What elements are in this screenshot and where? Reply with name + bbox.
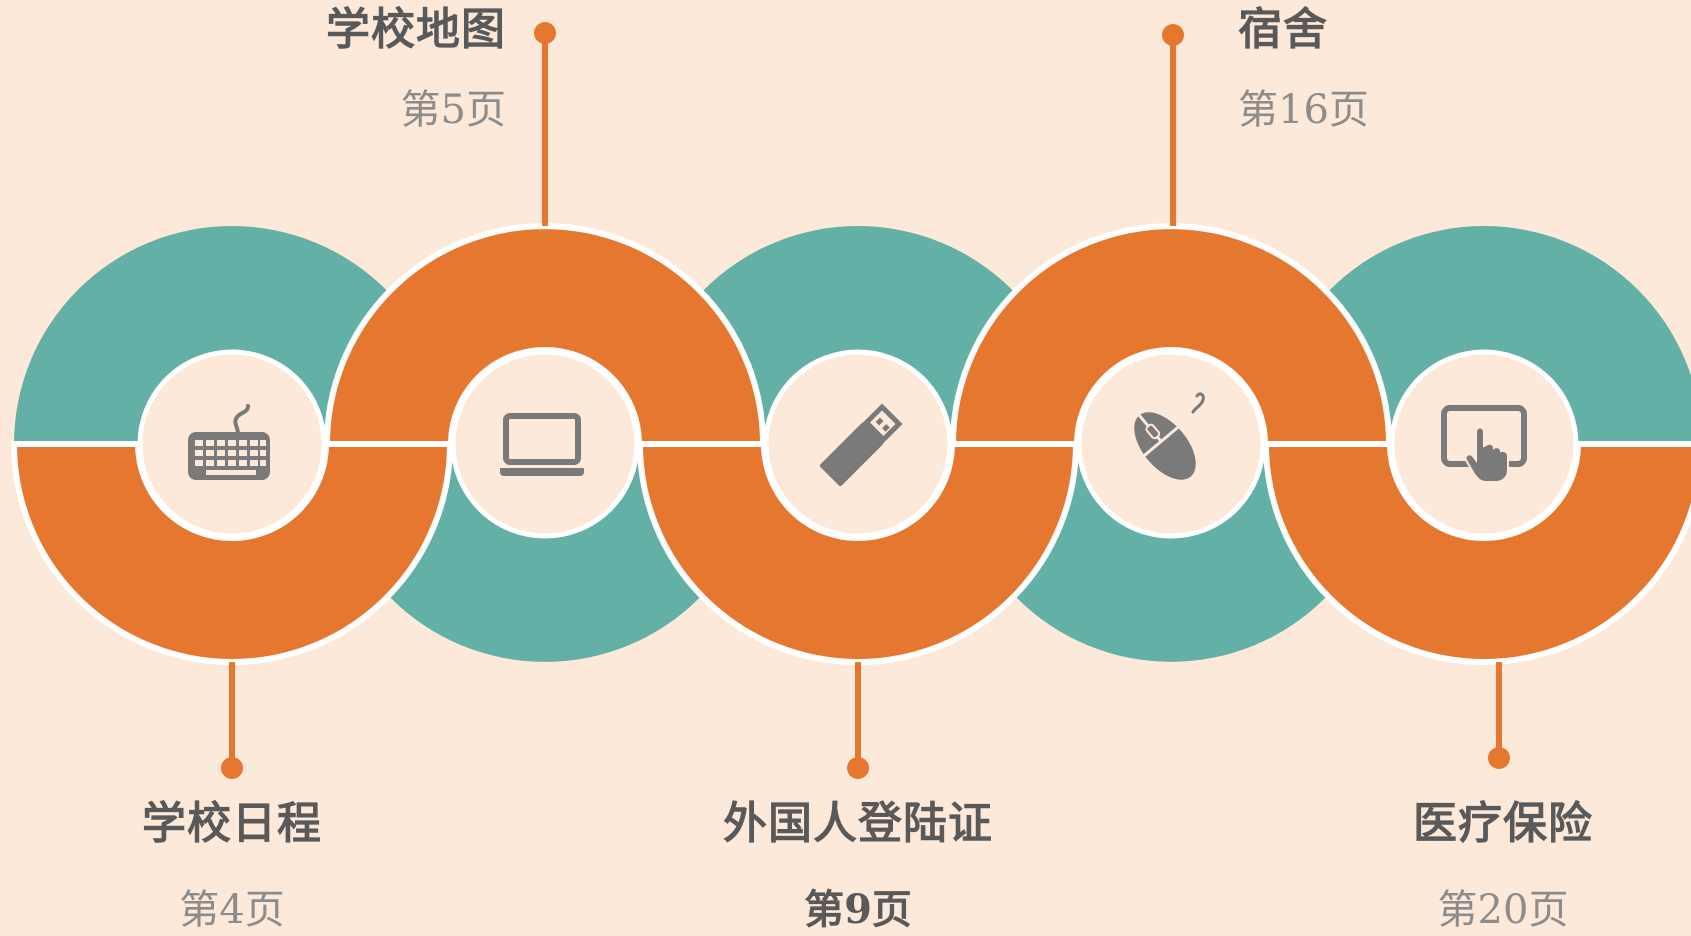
step-label-2: 学校地图 第5页 [306, 4, 506, 134]
step-title: 学校地图 [326, 4, 506, 55]
connector-pin-1 [221, 662, 243, 779]
connector-pin-2 [534, 22, 556, 226]
computer-mouse-icon [1134, 392, 1205, 480]
keyboard-icon [188, 404, 270, 480]
laptop-icon [500, 413, 584, 476]
usb-drive-icon [819, 403, 903, 487]
connector-pin-3 [847, 662, 869, 779]
connector-pin-5 [1488, 662, 1510, 769]
step-label-1: 学校日程 第4页 [132, 798, 332, 934]
connector-pin-4 [1162, 24, 1184, 226]
step-page: 第9页 [804, 886, 912, 933]
step-title: 宿舍 [1238, 4, 1328, 55]
tablet-touch-icon [1441, 405, 1527, 483]
step-page: 第5页 [400, 87, 506, 133]
step-title: 学校日程 [142, 798, 322, 849]
step-label-5: 医疗保险 第20页 [1393, 798, 1613, 934]
step-page: 第20页 [1437, 887, 1569, 933]
icon-circle-2 [450, 349, 640, 539]
step-page: 第4页 [179, 887, 285, 933]
step-title: 医疗保险 [1413, 798, 1593, 849]
step-label-3: 外国人登陆证 第9页 [708, 798, 1008, 934]
step-title: 外国人登陆证 [723, 798, 993, 849]
step-page: 第16页 [1238, 87, 1369, 133]
step-label-4: 宿舍 第16页 [1238, 4, 1438, 134]
